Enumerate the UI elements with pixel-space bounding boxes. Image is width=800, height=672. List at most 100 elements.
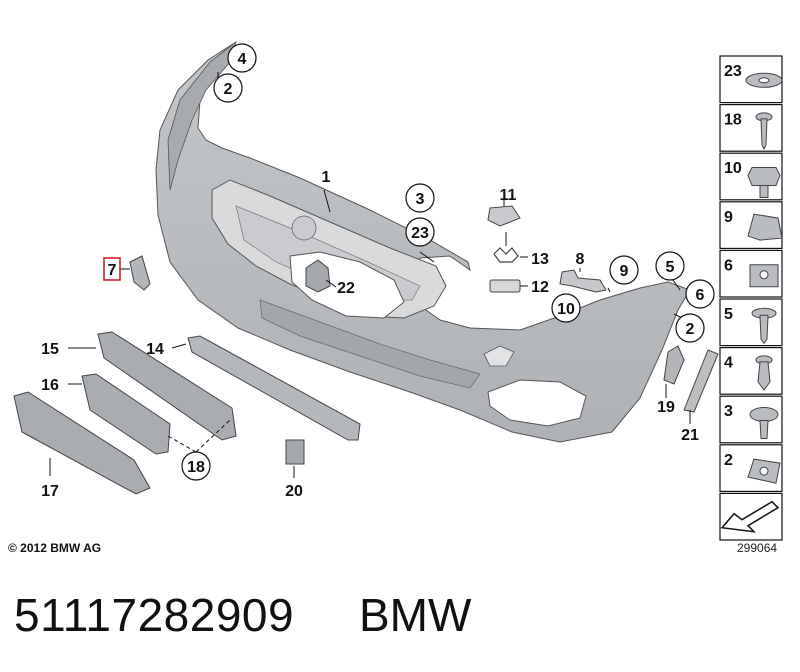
trim-strip-16: [81, 373, 171, 455]
callout-c10: 10: [551, 293, 581, 323]
bracket-22: [305, 259, 331, 293]
legend-label: 10: [724, 160, 742, 177]
legend-label: 3: [724, 403, 733, 420]
drawing-number: 299064: [737, 541, 778, 555]
callout-label: 8: [576, 251, 585, 268]
callout-c14: 14: [146, 341, 164, 358]
flange-screw-icon: [751, 307, 777, 345]
screw-icon: [755, 112, 773, 151]
brand-name: BMW: [359, 589, 472, 641]
callout-c20: 20: [285, 483, 303, 500]
callout-label: 12: [531, 279, 549, 296]
spring-clip-icon: [747, 213, 783, 241]
bracket-7: [129, 255, 151, 291]
bracket-8: [559, 269, 607, 293]
callout-c11: 11: [500, 187, 517, 204]
callout-c17: 17: [41, 483, 59, 500]
callout-c2a: 2: [213, 73, 243, 103]
legend-label: 2: [724, 452, 733, 469]
callout-label: 2: [686, 321, 695, 338]
trim-strip-15: [97, 331, 237, 441]
callout-c23: 23: [405, 217, 435, 247]
callout-c22: 22: [337, 280, 355, 297]
legend-label: 9: [724, 209, 733, 226]
legend-label: 4: [724, 355, 733, 372]
callout-c15: 15: [41, 341, 59, 358]
legend-row-18: 18: [719, 103, 783, 152]
trim-strip-14: [187, 335, 361, 441]
callout-label: 18: [187, 459, 205, 476]
legend-row-arrow: [719, 492, 783, 541]
legend-label: 6: [724, 257, 733, 274]
callout-label: 2: [224, 81, 233, 98]
highlight-box: [103, 257, 121, 281]
washer-icon: [745, 72, 783, 88]
callout-label: 21: [681, 427, 699, 444]
callout-label: 14: [146, 341, 164, 358]
callout-label: 19: [657, 399, 675, 416]
callout-label: 7: [108, 262, 117, 279]
speed-nut-icon: [747, 458, 781, 484]
clip-13: [493, 247, 519, 263]
dashed-lines-18: [167, 419, 231, 453]
callout-label: 9: [620, 263, 629, 280]
callout-label: 1: [322, 169, 331, 186]
callout-c16: 16: [41, 377, 59, 394]
callout-c2b: 2: [675, 313, 705, 343]
callout-circle: [213, 73, 243, 103]
callout-label: 13: [531, 251, 549, 268]
callout-c1: 1: [322, 169, 331, 186]
callout-label: 11: [500, 187, 517, 204]
callout-label: 22: [337, 280, 355, 297]
callout-c5: 5: [655, 251, 685, 281]
callout-label: 6: [696, 287, 705, 304]
legend-label: 18: [724, 112, 742, 129]
callout-c4: 4: [227, 43, 257, 73]
callout-c13: 13: [531, 251, 549, 268]
part-number: 51117282909: [14, 589, 295, 641]
callout-c21: 21: [681, 427, 699, 444]
callout-circle: [655, 251, 685, 281]
clip-12: [489, 279, 521, 293]
expanding-rivet-icon: [755, 355, 773, 391]
cover-11: [487, 205, 521, 227]
bracket-20: [285, 439, 305, 465]
callout-circle: [405, 183, 435, 213]
callout-circle: [675, 313, 705, 343]
callout-label: 10: [557, 301, 575, 318]
callout-label: 17: [41, 483, 59, 500]
legend-row-6: 6: [719, 249, 783, 298]
callout-c12: 12: [531, 279, 549, 296]
callout-circle: [609, 255, 639, 285]
legend-row-3: 3: [719, 395, 783, 444]
collar-screw-icon: [749, 407, 779, 439]
callout-label: 20: [285, 483, 303, 500]
legend-row-23: 23: [719, 55, 783, 104]
legend-label: 23: [724, 63, 742, 80]
callout-c8: 8: [576, 251, 585, 268]
callout-label: 23: [411, 225, 429, 242]
callout-circle: [227, 43, 257, 73]
hex-nut-icon: [747, 167, 781, 198]
legend-row-10: 10: [719, 152, 783, 201]
roundel-mount: [291, 215, 317, 241]
callout-label: 5: [666, 259, 675, 276]
arrow-icon: [720, 500, 780, 533]
trim-strip-21: [683, 349, 719, 413]
legend-row-9: 9: [719, 201, 783, 250]
bracket-19: [663, 345, 685, 385]
callout-label: 4: [238, 51, 247, 68]
callout-c18: 18: [181, 451, 211, 481]
callout-c9: 9: [609, 255, 639, 285]
trim-strip-17: [13, 391, 151, 495]
callout-c19: 19: [657, 399, 675, 416]
callout-c3: 3: [405, 183, 435, 213]
callout-circle: [181, 451, 211, 481]
callout-label: 15: [41, 341, 59, 358]
legend-label: 5: [724, 306, 733, 323]
callout-c7: 7: [103, 257, 121, 281]
callout-label: 16: [41, 377, 59, 394]
fastener-legend: 23 18 10 9 6 5 4 3 2: [719, 55, 783, 541]
